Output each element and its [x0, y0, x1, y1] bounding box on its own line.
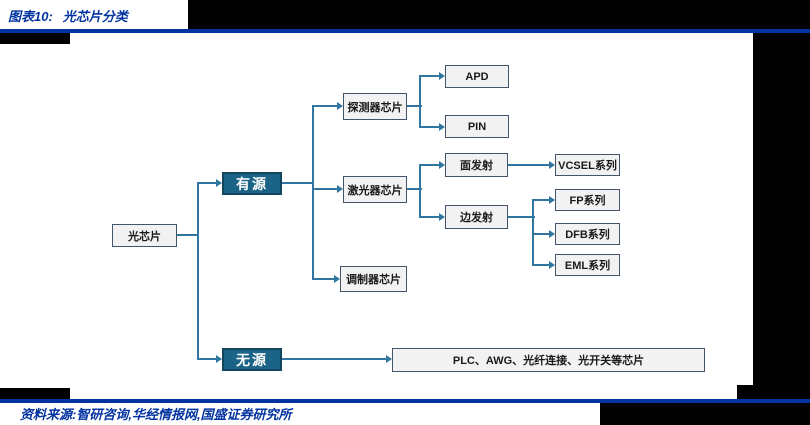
header-rule: [0, 29, 810, 33]
page-background-left-bottom: [0, 388, 70, 399]
page-background-bottom-right: [600, 403, 810, 425]
page-background-right: [753, 33, 810, 385]
connector-arrow: [439, 72, 445, 80]
connector-line: [508, 164, 550, 166]
source-note: 资料来源:智研咨询,华经情报网,国盛证券研究所: [20, 407, 292, 422]
connector-line: [197, 182, 199, 360]
connector-arrow: [337, 102, 343, 110]
node-edge-emitting: 边发射: [445, 205, 508, 229]
node-laser-chip: 激光器芯片: [343, 176, 407, 203]
connector-arrow: [439, 123, 445, 131]
connector-line: [282, 358, 387, 360]
connector-line: [420, 164, 440, 166]
node-surface-emitting: 面发射: [445, 153, 508, 177]
connector-line: [533, 264, 550, 266]
connector-line: [533, 199, 550, 201]
connector-line: [313, 278, 335, 280]
page-background-right-lower: [737, 385, 810, 400]
connector-line: [198, 182, 217, 184]
connector-arrow: [549, 161, 555, 169]
connector-line: [407, 188, 422, 190]
connector-line: [313, 105, 338, 107]
connector-arrow: [216, 179, 222, 187]
node-fp-series: FP系列: [555, 189, 620, 211]
connector-line: [508, 216, 535, 218]
page-background-left-top: [0, 33, 70, 44]
node-dfb-series: DFB系列: [555, 223, 620, 245]
node-active: 有源: [222, 172, 282, 195]
page-background-top: [188, 0, 810, 29]
connector-line: [420, 126, 440, 128]
connector-line: [533, 233, 550, 235]
connector-arrow: [549, 261, 555, 269]
footer-rule: [0, 399, 810, 403]
connector-arrow: [439, 213, 445, 221]
connector-arrow: [549, 196, 555, 204]
connector-line: [313, 188, 338, 190]
connector-line: [198, 358, 217, 360]
connector-line: [419, 164, 421, 218]
connector-line: [282, 182, 314, 184]
connector-arrow: [334, 275, 340, 283]
connector-line: [420, 75, 440, 77]
connector-line: [312, 105, 314, 280]
connector-line: [407, 105, 422, 107]
node-detector-chip: 探测器芯片: [343, 93, 407, 120]
connector-line: [420, 216, 440, 218]
connector-arrow: [216, 355, 222, 363]
node-optical-chip: 光芯片: [112, 224, 177, 247]
connector-arrow: [549, 230, 555, 238]
connector-line: [419, 75, 421, 128]
node-modulator-chip: 调制器芯片: [340, 266, 407, 292]
node-apd: APD: [445, 65, 509, 88]
connector-arrow: [439, 161, 445, 169]
node-passive-chip-types: PLC、AWG、光纤连接、光开关等芯片: [392, 348, 705, 372]
figure-title: 图表10: 光芯片分类: [8, 6, 128, 25]
connector-arrow: [337, 185, 343, 193]
connector-line: [532, 199, 534, 266]
connector-arrow: [386, 355, 392, 363]
node-vcsel-series: VCSEL系列: [555, 154, 620, 176]
figure-title-text: 光芯片分类: [62, 9, 128, 24]
connector-line: [177, 234, 199, 236]
node-passive: 无源: [222, 348, 282, 371]
figure-label: 图表10:: [8, 9, 53, 24]
node-eml-series: EML系列: [555, 254, 620, 276]
node-pin: PIN: [445, 115, 509, 138]
